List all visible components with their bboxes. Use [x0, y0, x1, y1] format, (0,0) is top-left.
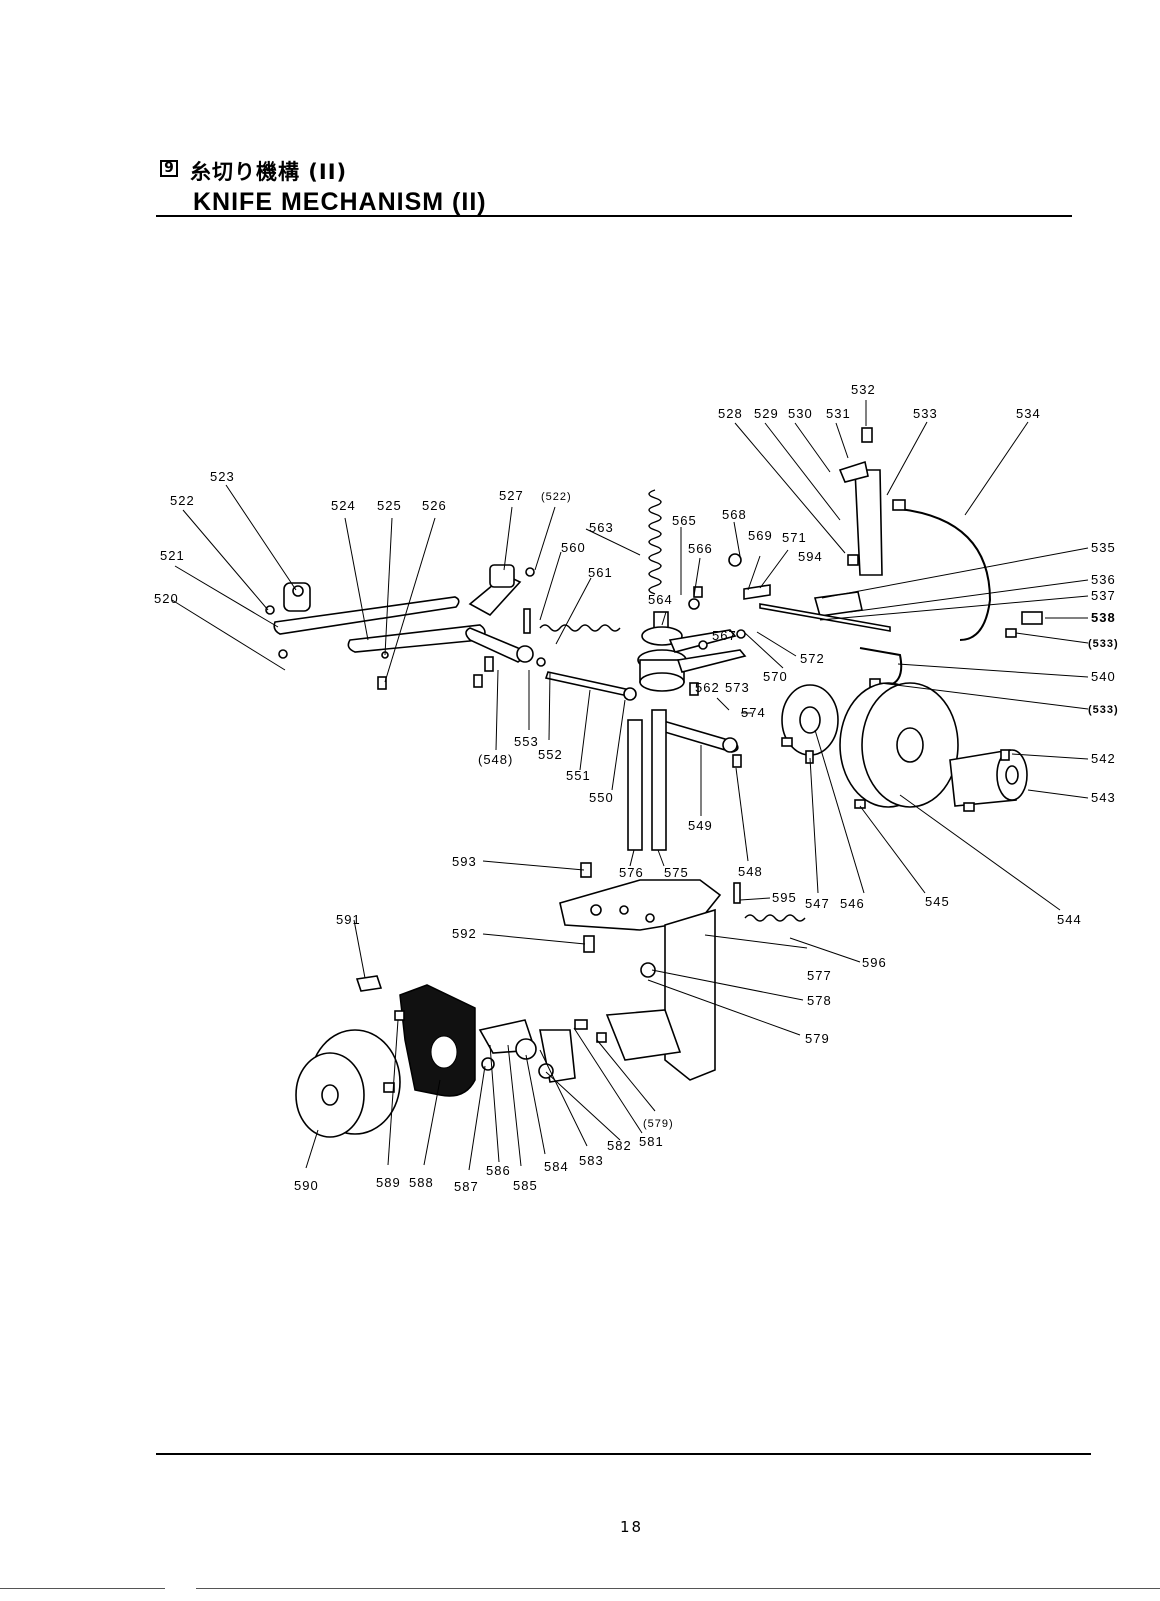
bottom-edge-line-left: [0, 1588, 165, 1589]
upper-right-linkage: [759, 427, 1043, 688]
label-590: 590: [294, 1178, 319, 1193]
label-576: 576: [619, 865, 644, 880]
label-521: 521: [160, 548, 185, 563]
label-591: 591: [336, 912, 361, 927]
label-544: 544: [1057, 912, 1082, 927]
label-533: 533: [913, 406, 938, 421]
label-572: 572: [800, 651, 825, 666]
label-548-ref: (548): [478, 752, 513, 767]
label-560: 560: [561, 540, 586, 555]
page-number: 18: [620, 1518, 644, 1536]
label-528: 528: [718, 406, 743, 421]
bottom-edge-line-right: [196, 1588, 1160, 1589]
label-596: 596: [862, 955, 887, 970]
label-588: 588: [409, 1175, 434, 1190]
label-549: 549: [688, 818, 713, 833]
label-546: 546: [840, 896, 865, 911]
label-527: 527: [499, 488, 524, 503]
link-crank-assembly: [465, 564, 637, 701]
label-547: 547: [805, 896, 830, 911]
label-593: 593: [452, 854, 477, 869]
label-537: 537: [1091, 588, 1116, 603]
label-587: 587: [454, 1179, 479, 1194]
label-571: 571: [782, 530, 807, 545]
motor-assembly: [295, 975, 607, 1138]
label-524: 524: [331, 498, 356, 513]
label-551: 551: [566, 768, 591, 783]
cam-and-pulley: [781, 682, 1028, 812]
label-594: 594: [798, 549, 823, 564]
label-542: 542: [1091, 751, 1116, 766]
label-574: 574: [741, 705, 766, 720]
label-564: 564: [648, 592, 673, 607]
springs: [539, 489, 806, 922]
label-575: 575: [664, 865, 689, 880]
label-533-ref-a: (533): [1088, 638, 1119, 650]
label-548: 548: [738, 864, 763, 879]
label-525: 525: [377, 498, 402, 513]
label-552: 552: [538, 747, 563, 762]
label-570: 570: [763, 669, 788, 684]
label-565: 565: [672, 513, 697, 528]
label-530: 530: [788, 406, 813, 421]
label-532: 532: [851, 382, 876, 397]
section-number-box: 9: [160, 160, 178, 177]
label-561: 561: [588, 565, 613, 580]
part-number-labels: 520 521 522 523 524 525 526 527 (522) 52…: [154, 382, 1119, 1194]
label-520: 520: [154, 591, 179, 606]
footer-rule: [156, 1453, 1091, 1455]
label-531: 531: [826, 406, 851, 421]
label-589: 589: [376, 1175, 401, 1190]
label-567: 567: [712, 628, 737, 643]
leader-lines: [171, 400, 1089, 1171]
label-533-ref-b: (533): [1088, 704, 1119, 716]
label-553: 553: [514, 734, 539, 749]
label-529: 529: [754, 406, 779, 421]
label-585: 585: [513, 1178, 538, 1193]
label-538: 538: [1091, 610, 1116, 625]
label-522: 522: [170, 493, 195, 508]
label-586: 586: [486, 1163, 511, 1178]
label-578: 578: [807, 993, 832, 1008]
label-568: 568: [722, 507, 747, 522]
label-563: 563: [589, 520, 614, 535]
label-526: 526: [422, 498, 447, 513]
label-584: 584: [544, 1159, 569, 1174]
label-583: 583: [579, 1153, 604, 1168]
header-rule: [156, 215, 1072, 217]
section-title-japanese: 糸切り機構 (II): [190, 160, 348, 184]
label-582: 582: [607, 1138, 632, 1153]
label-569: 569: [748, 528, 773, 543]
label-522-ref: (522): [541, 491, 572, 503]
label-535: 535: [1091, 540, 1116, 555]
label-573: 573: [725, 680, 750, 695]
label-566: 566: [688, 541, 713, 556]
label-543: 543: [1091, 790, 1116, 805]
label-545: 545: [925, 894, 950, 909]
label-581: 581: [639, 1134, 664, 1149]
label-595: 595: [772, 890, 797, 905]
label-550: 550: [589, 790, 614, 805]
label-536: 536: [1091, 572, 1116, 587]
left-lever-assembly: [265, 582, 486, 690]
shafts: [627, 709, 667, 851]
label-579: 579: [805, 1031, 830, 1046]
label-562: 562: [695, 680, 720, 695]
label-523: 523: [210, 469, 235, 484]
label-540: 540: [1091, 669, 1116, 684]
label-534: 534: [1016, 406, 1041, 421]
label-579-ref: (579): [643, 1118, 674, 1130]
label-577: 577: [807, 968, 832, 983]
section-title-english: KNIFE MECHANISM (II): [193, 188, 487, 216]
label-592: 592: [452, 926, 477, 941]
